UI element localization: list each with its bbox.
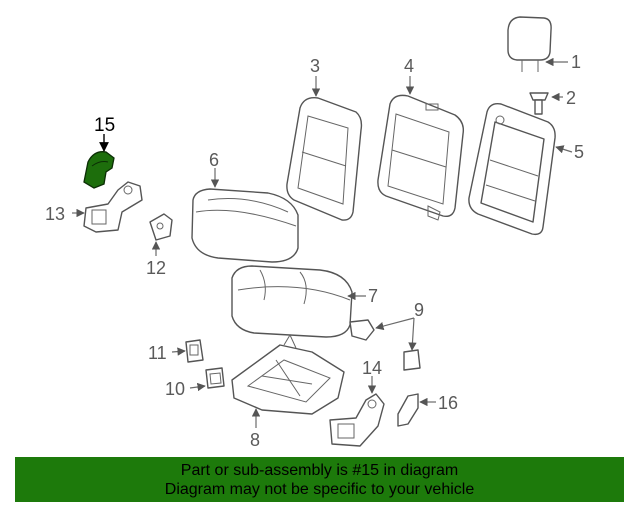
callout-label-2: 2: [566, 88, 576, 108]
callout-label-7: 7: [368, 286, 378, 306]
part-cushion-cover[interactable]: 6: [191, 150, 299, 263]
part-cushion-pad[interactable]: 7: [231, 265, 378, 338]
part-switch[interactable]: 10: [165, 367, 225, 399]
callout-label-4: 4: [404, 56, 414, 76]
parts-diagram: 1 2 3 4 5 6: [45, 16, 584, 450]
part-cushion-frame[interactable]: 8: [231, 333, 345, 450]
callout-label-10: 10: [165, 379, 185, 399]
part-seatback-cover[interactable]: 3: [286, 56, 363, 221]
info-banner: Part or sub-assembly is #15 in diagram D…: [15, 457, 624, 502]
part-hinge-cover-highlighted[interactable]: 15: [83, 115, 115, 189]
callout-label-9: 9: [414, 300, 424, 320]
callout-label-16: 16: [438, 393, 458, 413]
callout-label-8: 8: [250, 430, 260, 450]
callout-label-12: 12: [146, 258, 166, 278]
callout-label-5: 5: [574, 142, 584, 162]
part-seatback-frame[interactable]: 5: [468, 102, 584, 236]
callout-label-6: 6: [209, 150, 219, 170]
callout-label-11: 11: [148, 343, 167, 363]
part-side-cover[interactable]: 16: [397, 393, 458, 427]
callout-label-15: 15: [94, 115, 115, 136]
banner-line-1: Part or sub-assembly is #15 in diagram: [180, 461, 459, 479]
callout-label-3: 3: [310, 56, 320, 76]
part-hinge-bracket[interactable]: 13: [45, 181, 143, 233]
callout-label-14: 14: [362, 358, 382, 378]
callout-label-1: 1: [571, 52, 581, 72]
part-seatback-pad[interactable]: 4: [377, 56, 465, 221]
part-bracket-12[interactable]: 12: [146, 213, 173, 278]
part-headrest-guide[interactable]: 2: [529, 88, 576, 115]
part-headrest[interactable]: 1: [507, 16, 581, 72]
part-latch-assembly[interactable]: 14: [329, 358, 385, 447]
banner-line-2: Diagram may not be specific to your vehi…: [164, 480, 475, 498]
part-connector[interactable]: 11: [148, 339, 204, 363]
part-trim-covers[interactable]: 9: [349, 300, 424, 371]
callout-label-13: 13: [45, 204, 65, 224]
